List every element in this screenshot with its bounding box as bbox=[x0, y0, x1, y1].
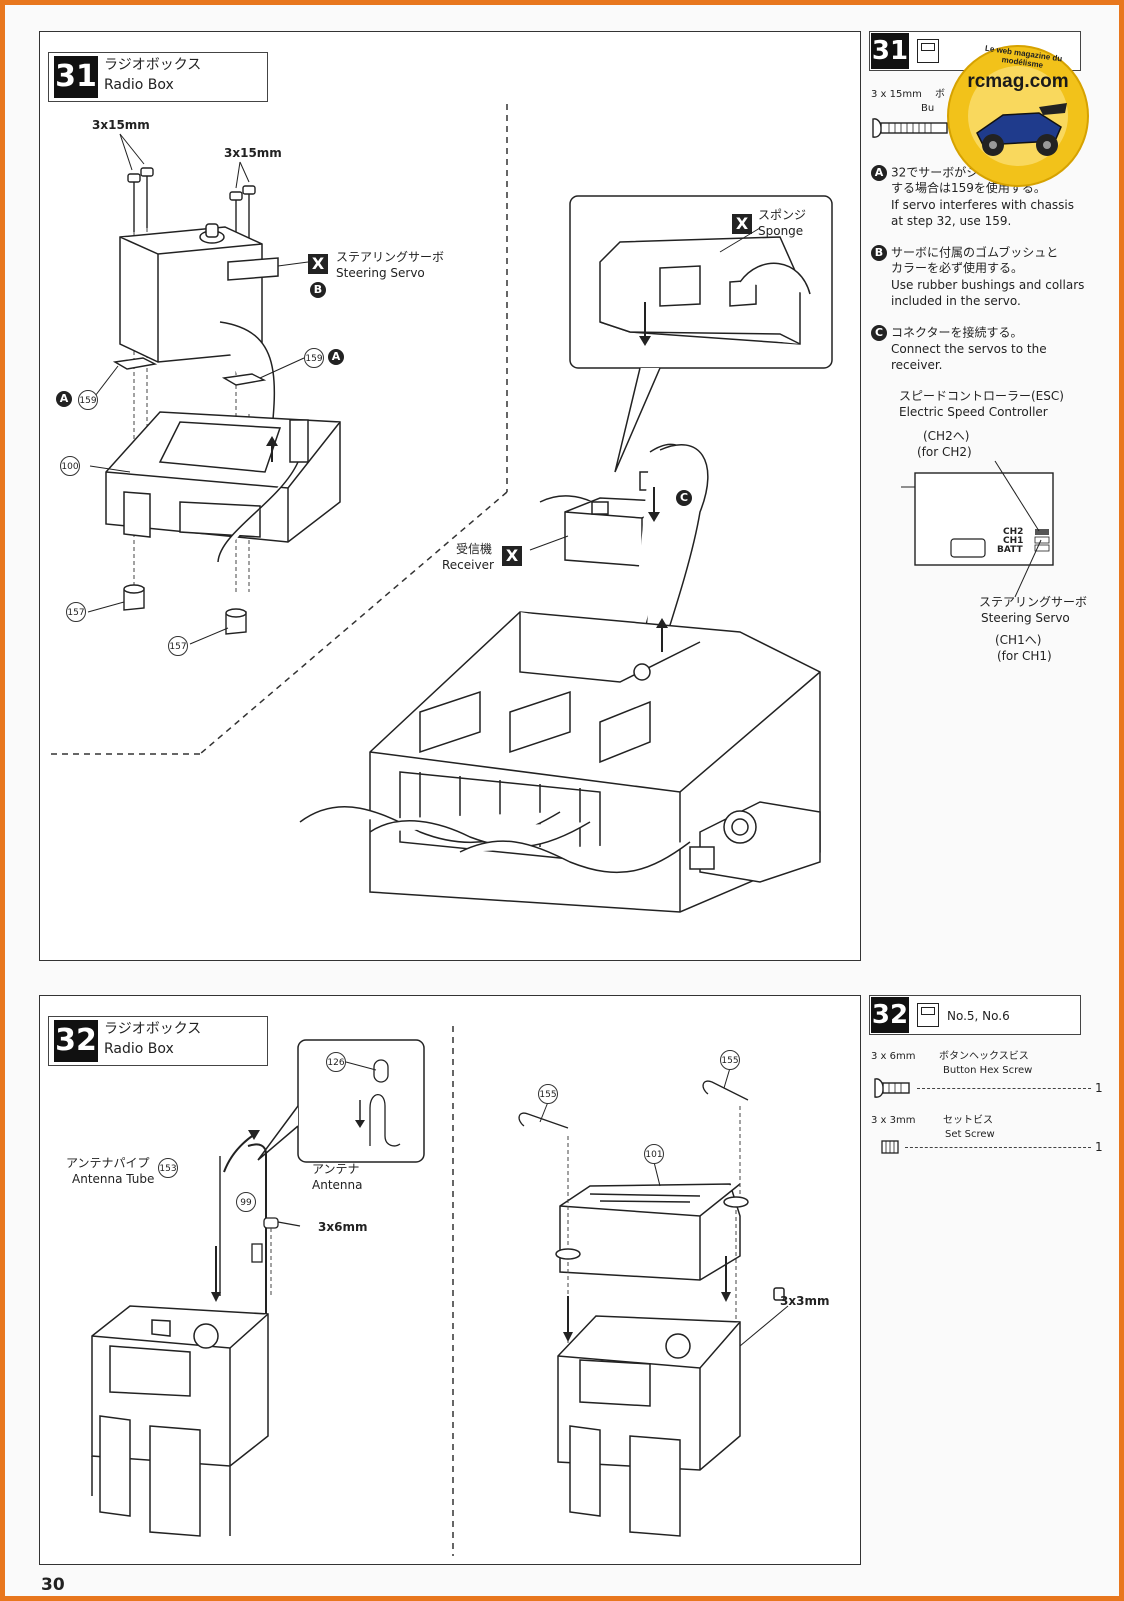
note-b-en-2: included in the servo. bbox=[891, 294, 1021, 308]
side31-screw-size: 3 x 15mm bbox=[871, 89, 922, 100]
step31-illustration bbox=[48, 104, 833, 913]
item2-name-en: Set Screw bbox=[945, 1129, 995, 1140]
note-a-en-2: at step 32, use 159. bbox=[891, 214, 1012, 228]
part-159-right-mark: A bbox=[328, 349, 348, 365]
sponge-supplied-icon: X bbox=[732, 214, 752, 234]
antenna-tube-label-en: Antenna Tube bbox=[72, 1172, 155, 1186]
rx-port-ch2: CH2 bbox=[1003, 527, 1024, 537]
part-101: 101 bbox=[644, 1144, 664, 1164]
antenna-label-jp: アンテナ bbox=[312, 1162, 360, 1176]
step31-number: 31 bbox=[54, 56, 98, 98]
step32-title-en: Radio Box bbox=[104, 1041, 174, 1057]
side31-number: 31 bbox=[871, 33, 909, 69]
side-servo-label-jp: ステアリングサーボ bbox=[979, 595, 1088, 609]
part-155-right: 155 bbox=[720, 1050, 740, 1070]
step31-title-en: Radio Box bbox=[104, 77, 174, 93]
item1-size: 3 x 6mm bbox=[871, 1051, 916, 1062]
servo-supplied-icon: X bbox=[308, 254, 328, 274]
part-99: 99 bbox=[236, 1192, 256, 1212]
screw-label-3x15-b: 3x15mm bbox=[224, 146, 282, 160]
rx-port-ch1: CH1 bbox=[1003, 536, 1024, 546]
item1-name-jp: ボタンヘックスビス bbox=[939, 1051, 1029, 1062]
sponge-label-en: Sponge bbox=[758, 224, 804, 238]
receiver-label-jp: 受信機 bbox=[456, 542, 493, 556]
esc-label-en: Electric Speed Controller bbox=[899, 405, 1048, 419]
side32-bag-label: No.5, No.6 bbox=[947, 1009, 1010, 1023]
antenna-label-en: Antenna bbox=[312, 1178, 363, 1192]
part-159-left: 159 bbox=[78, 390, 98, 410]
part-157-left: 157 bbox=[66, 602, 86, 622]
note-b-jp-2: カラーを必ず使用する。 bbox=[891, 261, 1024, 275]
step32-illustration bbox=[91, 1026, 789, 1556]
rx-port-batt: BATT bbox=[997, 545, 1023, 555]
servo-label-en: Steering Servo bbox=[336, 266, 425, 280]
step31-panel: 31 ラジオボックス Radio Box 3x15mm 3x15mm X ステア… bbox=[39, 31, 861, 961]
side31-screw-name-en: Bu bbox=[921, 103, 935, 114]
watermark-brand: rcmag.com bbox=[967, 71, 1069, 92]
note-c-en-2: receiver. bbox=[891, 358, 943, 372]
side-servo-label-en: Steering Servo bbox=[981, 611, 1070, 625]
item1-name-en: Button Hex Screw bbox=[943, 1065, 1033, 1076]
step31-title-frame bbox=[48, 52, 268, 102]
item1-quantity: 1 bbox=[1095, 1081, 1103, 1095]
side31-screw-name-jp: ボ bbox=[935, 89, 945, 100]
parts-bag-icon bbox=[917, 1003, 939, 1027]
item1-leader bbox=[917, 1088, 1091, 1089]
receiver-supplied-icon: X bbox=[502, 546, 522, 566]
screw-label-3x6: 3x6mm bbox=[318, 1220, 368, 1234]
antenna-tube-label-jp: アンテナパイプ bbox=[66, 1156, 150, 1170]
item2-size: 3 x 3mm bbox=[871, 1115, 916, 1126]
step32-title-jp: ラジオボックス bbox=[104, 1021, 202, 1037]
part-159-right: 159 bbox=[304, 348, 324, 368]
ch1-label-jp: (CH1へ) bbox=[995, 633, 1042, 647]
part-157-right: 157 bbox=[168, 636, 188, 656]
screw-label-3x3: 3x3mm bbox=[780, 1294, 830, 1308]
page-number: 30 bbox=[41, 1575, 65, 1595]
note-c-en-1: Connect the servos to the bbox=[891, 342, 1047, 356]
note-a-en-1: If servo interferes with chassis bbox=[891, 198, 1075, 212]
part-100: 100 bbox=[60, 456, 80, 476]
button-hex-screw-icon bbox=[873, 1077, 913, 1099]
step31-title-jp: ラジオボックス bbox=[104, 57, 202, 73]
step32-number: 32 bbox=[54, 1020, 98, 1062]
screw-label-3x15-a: 3x15mm bbox=[92, 118, 150, 132]
ch2-label-en: (for CH2) bbox=[917, 445, 972, 459]
ch2-label-jp: (CH2へ) bbox=[923, 429, 970, 443]
item2-name-jp: セットビス bbox=[943, 1115, 993, 1126]
sponge-label-jp: スポンジ bbox=[758, 208, 807, 222]
note-b-en-1: Use rubber bushings and collars bbox=[891, 278, 1085, 292]
esc-label-jp: スピードコントローラー(ESC) bbox=[899, 389, 1064, 403]
part-153: 153 bbox=[158, 1158, 178, 1178]
screw-3x15-icon bbox=[871, 117, 951, 139]
servo-label-jp: ステアリングサーボ bbox=[336, 250, 445, 264]
receiver-label-en: Receiver bbox=[442, 558, 494, 572]
part-126: 126 bbox=[326, 1052, 346, 1072]
parts-bag-icon bbox=[917, 39, 939, 63]
side32-number: 32 bbox=[871, 997, 909, 1033]
step32-title-frame bbox=[48, 1016, 268, 1066]
item2-leader bbox=[905, 1147, 1091, 1148]
part-159-left-mark: A bbox=[56, 391, 76, 407]
step32-panel: 32 ラジオボックス Radio Box 126 アンテナパイプ Antenna… bbox=[39, 995, 861, 1565]
part-155-left: 155 bbox=[538, 1084, 558, 1104]
servo-note-mark: B bbox=[310, 282, 330, 298]
item2-quantity: 1 bbox=[1095, 1140, 1103, 1154]
connector-mark: C bbox=[676, 490, 696, 506]
rcmag-watermark-logo: rcmag.com Le web magazine du modélisme bbox=[943, 41, 1093, 191]
ch1-label-en: (for CH1) bbox=[997, 649, 1052, 663]
set-screw-icon bbox=[881, 1139, 899, 1155]
